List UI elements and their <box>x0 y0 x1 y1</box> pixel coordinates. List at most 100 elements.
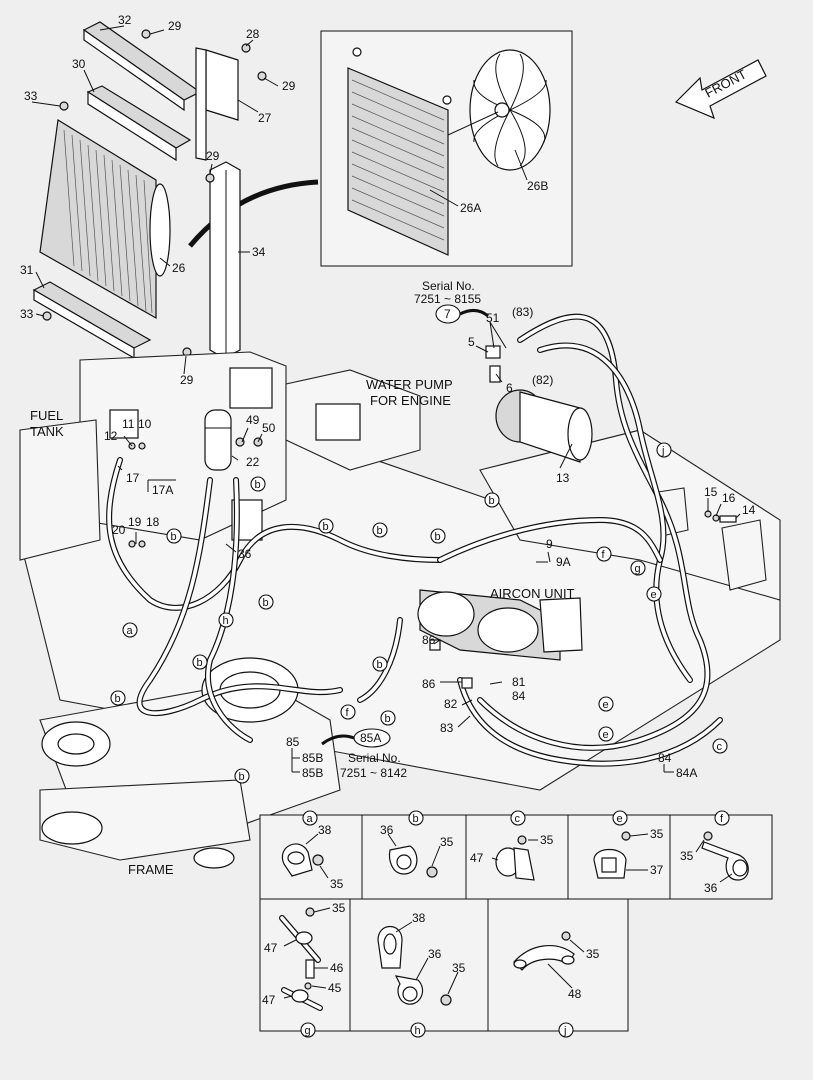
part-label: 36 <box>238 547 252 561</box>
callout-h: h <box>218 612 234 628</box>
part-label: 29 <box>168 19 182 33</box>
svg-text:g: g <box>305 1025 311 1037</box>
part-label: 5 <box>468 335 475 349</box>
condenser-fins <box>351 79 445 241</box>
part-label: (82) <box>532 373 553 387</box>
part-label: 85B <box>302 766 323 780</box>
part-label: (83) <box>512 305 533 319</box>
frame-label: FRAME <box>128 862 174 877</box>
part-26B-label: 26B <box>527 179 548 193</box>
part-label: 84A <box>676 766 697 780</box>
svg-text:e: e <box>617 813 623 825</box>
callout-g: g <box>630 560 646 576</box>
detail-b: b 36 35 <box>380 810 454 878</box>
water-pump-label-2: FOR ENGINE <box>370 393 451 408</box>
part-label: 30 <box>72 57 86 71</box>
part-label: 12 <box>104 429 118 443</box>
svg-text:g: g <box>635 563 641 575</box>
svg-text:b: b <box>489 495 495 507</box>
svg-text:e: e <box>603 729 609 741</box>
callout-b: b <box>318 518 334 534</box>
part-label: 49 <box>246 413 260 427</box>
part-label: 81 <box>512 675 526 689</box>
label-leaders <box>31 25 741 773</box>
callout-e: e <box>598 696 614 712</box>
svg-text:35: 35 <box>680 849 694 863</box>
svg-text:38: 38 <box>318 823 332 837</box>
svg-text:36: 36 <box>380 823 394 837</box>
serial-bottom-line1: Serial No. <box>348 751 401 765</box>
part-label: 11 <box>122 417 135 431</box>
svg-text:b: b <box>435 531 441 543</box>
svg-text:37: 37 <box>650 863 664 877</box>
part-26A-label: 26A <box>460 201 481 215</box>
machine-frame <box>19 351 781 869</box>
callout-b: b <box>258 594 274 610</box>
part-label: 19 <box>128 515 142 529</box>
svg-text:c: c <box>717 741 723 753</box>
detail-c: c 47 35 <box>470 810 554 881</box>
svg-text:h: h <box>223 615 229 627</box>
svg-text:e: e <box>651 589 657 601</box>
part-label: 29 <box>206 149 220 163</box>
svg-text:47: 47 <box>470 851 484 865</box>
reference-oval-85A: 85A <box>321 728 391 748</box>
callout-b: b <box>484 492 500 508</box>
aircon-unit-label: AIRCON UNIT <box>490 586 575 601</box>
part-label: 18 <box>146 515 160 529</box>
fuel-tank-label-1: FUEL <box>30 408 63 423</box>
callout-f: f <box>596 546 612 562</box>
part-label: 86 <box>422 677 436 691</box>
part-label: 83 <box>440 721 454 735</box>
part-label: 13 <box>556 471 570 485</box>
part-label: 16 <box>722 491 736 505</box>
water-pump-label-1: WATER PUMP <box>366 377 453 392</box>
serial-bottom-line2: 7251 ~ 8142 <box>340 766 407 780</box>
part-label: 9A <box>556 555 571 569</box>
part-label: 6 <box>506 381 513 395</box>
callout-b: b <box>250 476 266 492</box>
detail-g: g 35 47 46 47 45 <box>262 901 346 1038</box>
svg-text:35: 35 <box>440 835 454 849</box>
svg-text:b: b <box>171 531 177 543</box>
svg-text:f: f <box>346 707 350 719</box>
svg-text:35: 35 <box>650 827 664 841</box>
svg-text:38: 38 <box>412 911 426 925</box>
svg-text:35: 35 <box>332 901 346 915</box>
part-label: 28 <box>246 27 260 41</box>
part-number-labels: 32 29 28 29 30 27 33 29 34 26 31 33 29 S… <box>20 13 756 877</box>
callout-f: f <box>340 704 356 720</box>
condenser-fan-inset: 26B 26A <box>320 30 573 267</box>
svg-text:j: j <box>563 1025 566 1037</box>
serial-top-line2: 7251 ~ 8155 <box>414 292 481 306</box>
main-condenser-assembly <box>32 21 267 360</box>
front-arrow: FRONT <box>674 59 767 120</box>
refrigerant-hoses <box>106 313 723 767</box>
part-label: 85B <box>302 751 323 765</box>
callout-e: e <box>598 726 614 742</box>
detail-e: e 35 37 <box>593 810 664 879</box>
callout-b: b <box>372 522 388 538</box>
svg-text:47: 47 <box>262 993 276 1007</box>
svg-text:b: b <box>413 813 419 825</box>
fuel-tank-label-2: TANK <box>30 424 64 439</box>
part-label: 29 <box>282 79 296 93</box>
svg-text:35: 35 <box>330 877 344 891</box>
detail-j: j 35 48 <box>513 931 600 1038</box>
svg-text:35: 35 <box>586 947 600 961</box>
part-label: 31 <box>20 263 34 277</box>
svg-text:e: e <box>603 699 609 711</box>
part-label: 84 <box>658 751 672 765</box>
svg-text:35: 35 <box>540 833 554 847</box>
detail-h: h 38 36 35 <box>377 911 466 1038</box>
detail-f: f 35 36 <box>680 810 749 895</box>
svg-text:j: j <box>661 445 664 457</box>
part-label: 14 <box>742 503 756 517</box>
inset-leader <box>188 179 319 248</box>
svg-text:47: 47 <box>264 941 278 955</box>
part-label: 34 <box>252 245 266 259</box>
svg-text:35: 35 <box>452 961 466 975</box>
svg-text:b: b <box>239 771 245 783</box>
part-label: 51 <box>486 311 500 325</box>
